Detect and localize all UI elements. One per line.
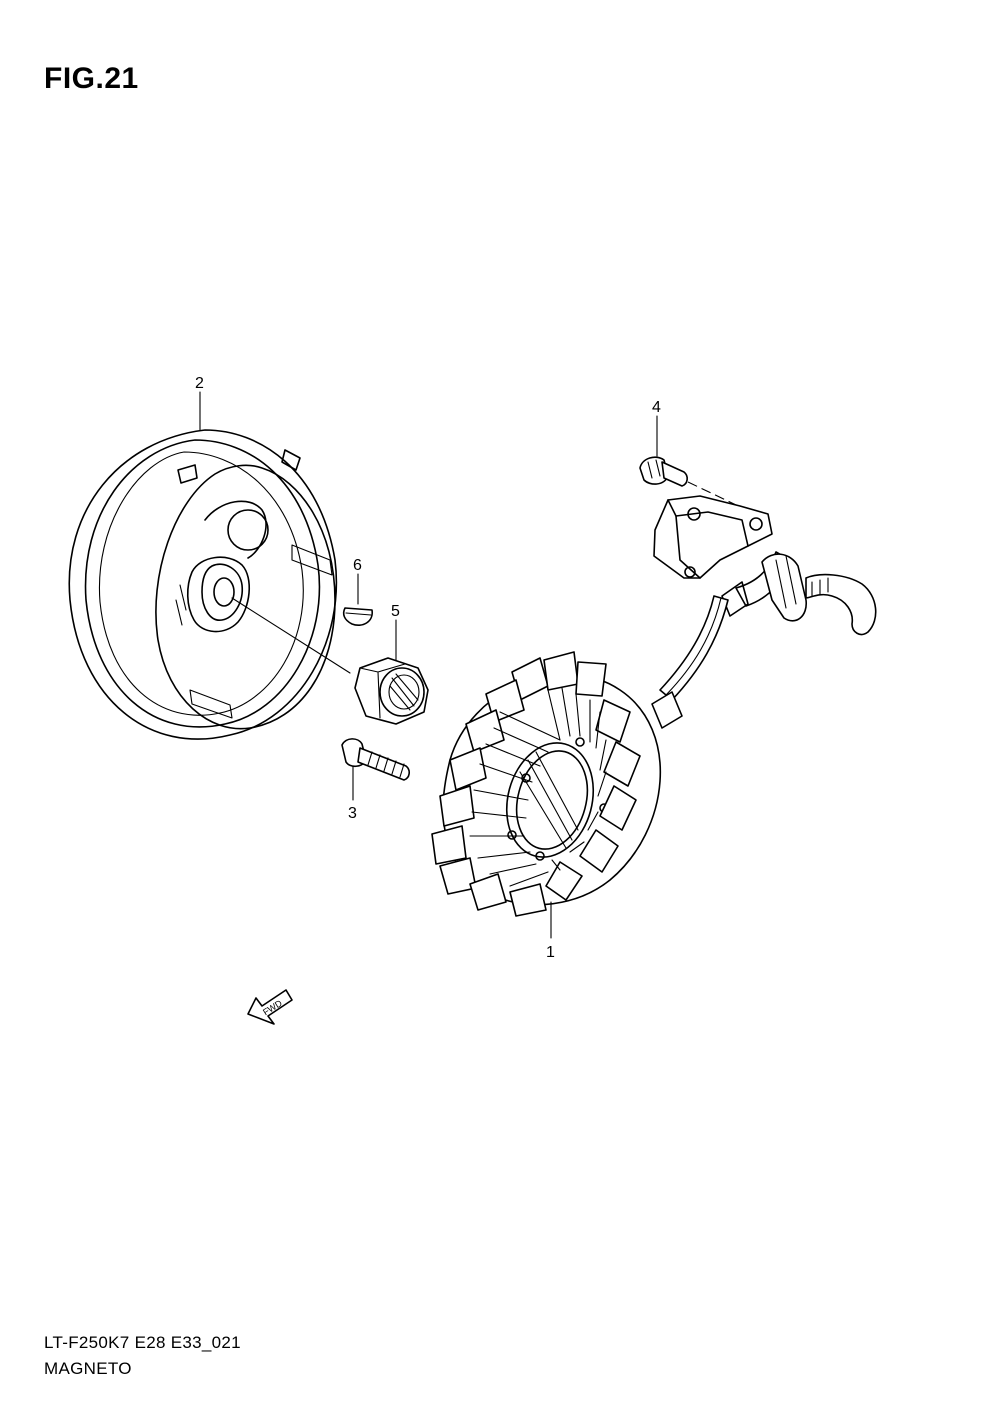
callout-1: 1: [546, 901, 555, 961]
svg-text:4: 4: [652, 399, 661, 416]
callout-5: 5: [391, 603, 400, 661]
svg-text:1: 1: [546, 944, 555, 961]
forward-direction-arrow: FWD: [247, 989, 293, 1025]
svg-text:3: 3: [348, 805, 357, 822]
model-code: LT-F250K7 E28 E33_021: [44, 1333, 241, 1352]
svg-text:6: 6: [353, 557, 362, 574]
bolt: [341, 738, 410, 781]
stator-coils: [431, 651, 641, 917]
stator-assembly: [431, 651, 662, 917]
rotor-flywheel: [68, 429, 351, 740]
svg-text:2: 2: [195, 375, 204, 392]
callout-4: 4: [652, 399, 661, 457]
figure-title: FIG.21: [44, 62, 139, 95]
wire-harness: [651, 551, 877, 729]
svg-text:5: 5: [391, 603, 400, 620]
pickup-coil: [653, 495, 773, 579]
nut: [354, 657, 429, 725]
section-name: MAGNETO: [44, 1359, 132, 1378]
callout-6: 6: [353, 557, 362, 605]
woodruff-key: [342, 607, 373, 626]
callout-3: 3: [348, 765, 357, 822]
callout-2: 2: [195, 375, 204, 431]
